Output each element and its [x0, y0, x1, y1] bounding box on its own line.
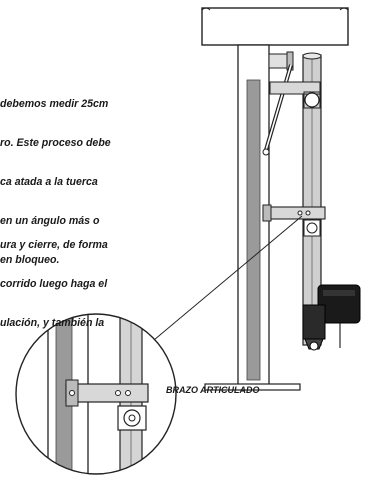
motor-unit [302, 284, 361, 351]
text-line: ulación, y también la [0, 317, 105, 329]
text-line: en un ángulo más o [0, 215, 100, 227]
articulated-arm [262, 206, 326, 220]
text-line: en bloqueo. [0, 254, 60, 266]
post-base [204, 383, 301, 391]
gate-post-slot [246, 79, 261, 381]
text-line: debemos medir 25cm [0, 98, 109, 110]
instruction-paragraph-1: debemos medir 25cm ro. Este proceso debe… [0, 72, 111, 280]
text-line: corrido luego haga el [0, 278, 108, 290]
header-beam [201, 7, 349, 46]
text-line: ro. Este proceso debe [0, 137, 111, 149]
detail-circle [15, 313, 177, 475]
figure-caption: BRAZO ARTICULADO [166, 385, 260, 395]
instruction-paragraph-2: ura y cierre, de forma corrido luego hag… [0, 213, 108, 343]
detail-view [16, 314, 176, 474]
upper-pivot [269, 81, 321, 95]
text-line: ca atada a la tuerca [0, 176, 98, 188]
text-line: ura y cierre, de forma [0, 239, 108, 251]
